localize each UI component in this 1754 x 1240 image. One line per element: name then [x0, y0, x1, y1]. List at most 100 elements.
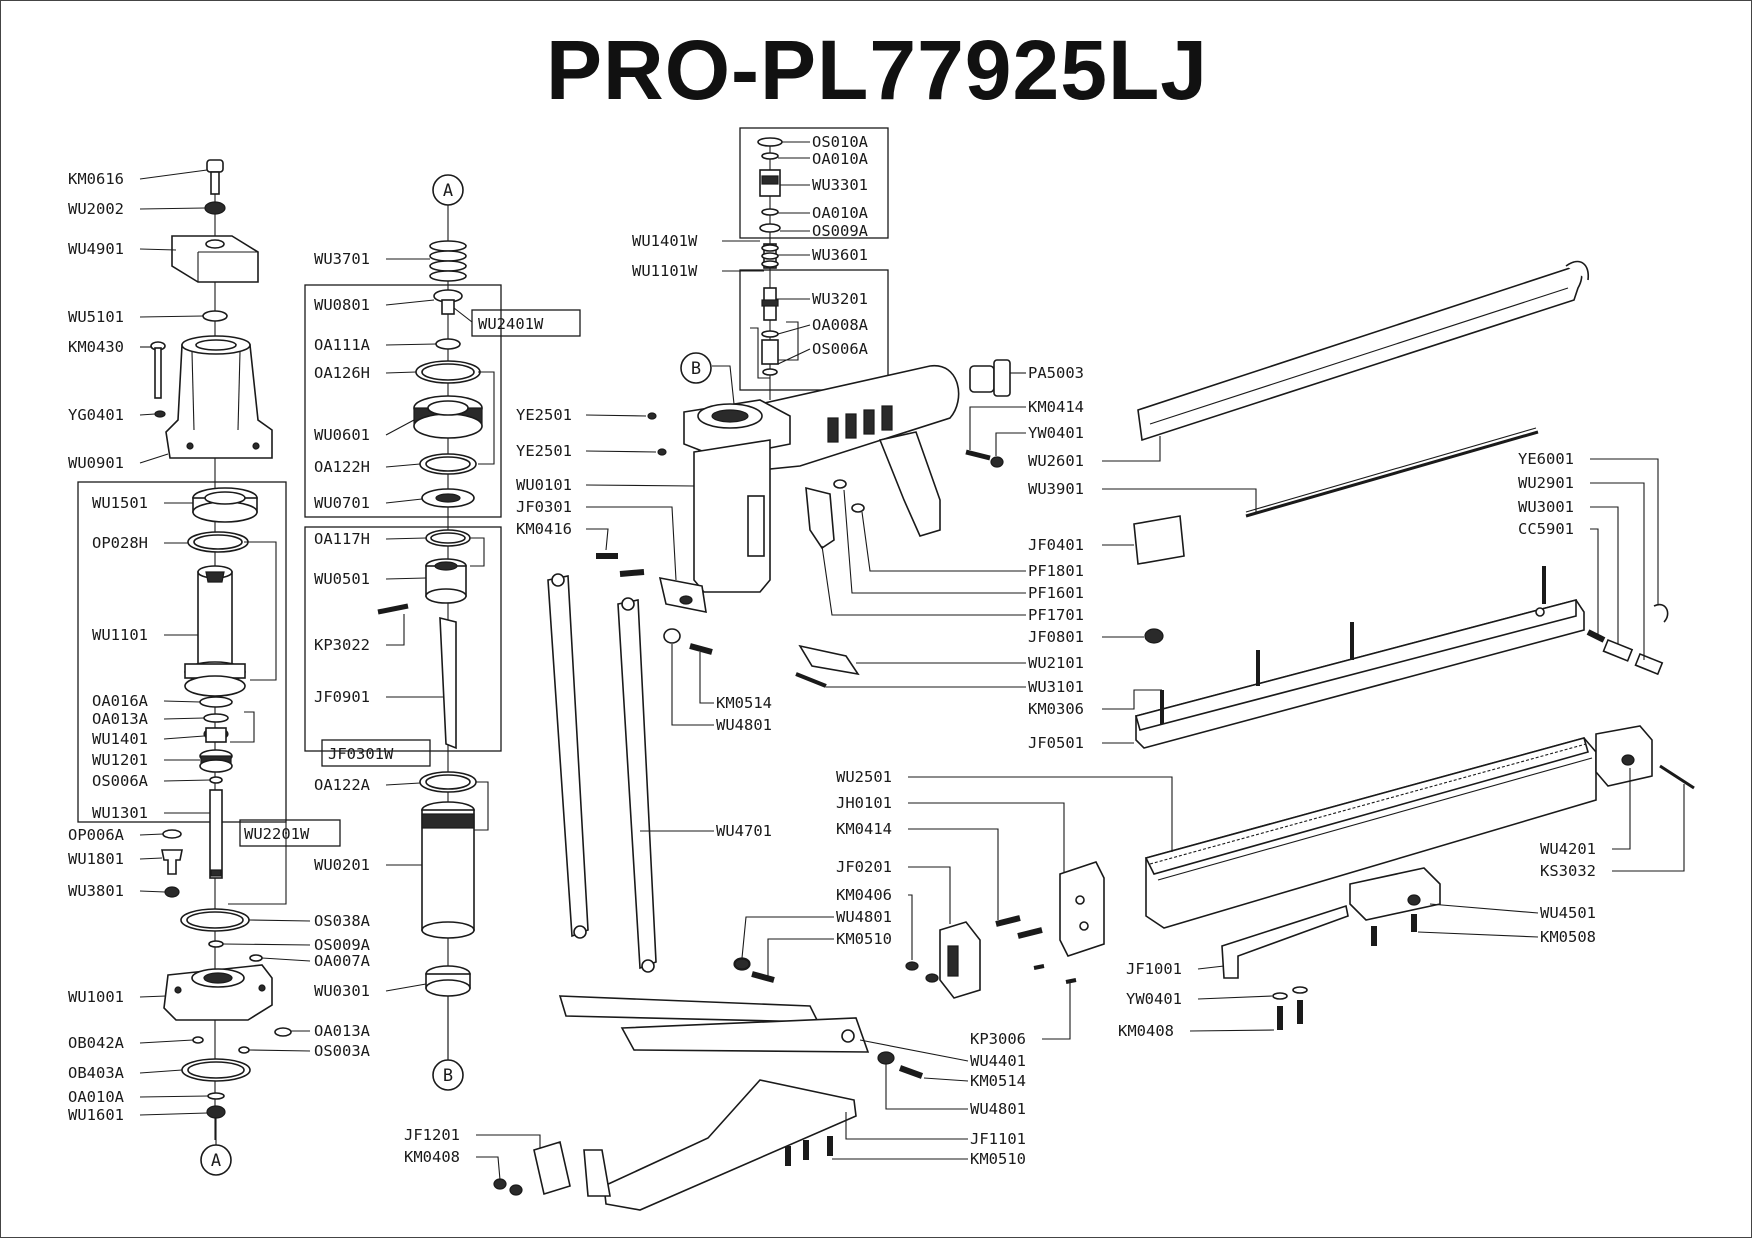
label-jf0301: JF0301: [516, 498, 572, 516]
label-oa013a-center: OA013A: [314, 1022, 371, 1040]
label-wu2901: WU2901: [1518, 474, 1574, 492]
label-wu2501: WU2501: [836, 768, 892, 786]
label-wu5101: WU5101: [68, 308, 124, 326]
label-os009a: OS009A: [314, 936, 371, 954]
label-wu0801: WU0801: [314, 296, 370, 314]
label-op028h: OP028H: [92, 534, 148, 552]
label-os006a: OS006A: [92, 772, 149, 790]
label-wu1001: WU1001: [68, 988, 124, 1006]
label-oa010a-valve-1: OA010A: [812, 150, 869, 168]
label-km0306: KM0306: [1028, 700, 1084, 718]
label-wu3301: WU3301: [812, 176, 868, 194]
diagram-title: PRO-PL77925LJ: [546, 23, 1208, 117]
label-yw0401-body: YW0401: [1028, 424, 1084, 442]
label-wu3901: WU3901: [1028, 480, 1084, 498]
label-wu0601: WU0601: [314, 426, 370, 444]
svg-text:B: B: [691, 359, 701, 379]
valve-stack-drawing: [739, 127, 889, 400]
label-jf0801: JF0801: [1028, 628, 1084, 646]
svg-text:WU2201W: WU2201W: [244, 825, 310, 843]
label-oa008a: OA008A: [812, 316, 869, 334]
label-yw0401-right: YW0401: [1126, 990, 1182, 1008]
group-label-wu2201w: WU2201W: [239, 819, 341, 847]
label-jf0901: JF0901: [314, 688, 370, 706]
label-os003a: OS003A: [314, 1042, 371, 1060]
label-ye2501-1: YE2501: [516, 406, 572, 424]
label-wu3801: WU3801: [68, 882, 124, 900]
marker-a-bottom: A: [200, 1118, 232, 1176]
label-km0430: KM0430: [68, 338, 124, 356]
label-km0514-body: KM0514: [716, 694, 772, 712]
label-wu0501: WU0501: [314, 570, 370, 588]
label-jf0401: JF0401: [1028, 536, 1084, 554]
label-oa013a: OA013A: [92, 710, 149, 728]
label-wu4901: WU4901: [68, 240, 124, 258]
label-km0414-body: KM0414: [1028, 398, 1084, 416]
label-oa122a: OA122A: [314, 776, 371, 794]
label-wu4401: WU4401: [970, 1052, 1026, 1070]
label-wu0901: WU0901: [68, 454, 124, 472]
label-oa016a: OA016A: [92, 692, 149, 710]
label-pf1801: PF1801: [1028, 562, 1084, 580]
svg-text:WU2401W: WU2401W: [478, 315, 544, 333]
label-jf1201: JF1201: [404, 1126, 460, 1144]
label-wu1501: WU1501: [92, 494, 148, 512]
group-label-jf0301w: JF0301W: [321, 739, 431, 767]
magazine-assembly-drawing: [734, 260, 1695, 1030]
label-ye6001: YE6001: [1518, 450, 1574, 468]
label-pf1601: PF1601: [1028, 584, 1084, 602]
svg-text:A: A: [211, 1151, 221, 1171]
label-ye2501-2: YE2501: [516, 442, 572, 460]
label-os006a-valve: OS006A: [812, 340, 869, 358]
label-ks3032: KS3032: [1540, 862, 1596, 880]
label-wu1801: WU1801: [68, 850, 124, 868]
label-kp3022: KP3022: [314, 636, 370, 654]
marker-b-bottom: B: [432, 996, 464, 1091]
group-label-wu2401w: WU2401W: [453, 307, 581, 337]
label-wu3201: WU3201: [812, 290, 868, 308]
body-labels: YE2501 YE2501 WU0101 JF0301 KM0416 PA500…: [516, 364, 1257, 840]
label-wu4701: WU4701: [716, 822, 772, 840]
label-km0408-lower: KM0408: [404, 1148, 460, 1166]
label-wu3601: WU3601: [812, 246, 868, 264]
label-ob403a: OB403A: [68, 1064, 125, 1082]
label-oa122h: OA122H: [314, 458, 370, 476]
label-oa126h: OA126H: [314, 364, 370, 382]
label-wu2601: WU2601: [1028, 452, 1084, 470]
label-wu3101: WU3101: [1028, 678, 1084, 696]
label-pa5003: PA5003: [1028, 364, 1084, 382]
label-wu1401: WU1401: [92, 730, 148, 748]
label-wu3001: WU3001: [1518, 498, 1574, 516]
label-wu1401w: WU1401W: [632, 232, 698, 250]
svg-text:JF0301W: JF0301W: [328, 745, 394, 763]
label-km0514-right: KM0514: [970, 1072, 1026, 1090]
label-jf1001: JF1001: [1126, 960, 1182, 978]
center-column-labels: WU3701 WU0801 OA111A OA126H WU0601 OA122…: [222, 250, 444, 1060]
valve-stack-labels: OS010A OA010A WU3301 OA010A OS009A WU360…: [632, 133, 869, 365]
label-kp3006: KP3006: [970, 1030, 1026, 1048]
label-wu1101: WU1101: [92, 626, 148, 644]
marker-a-top: A: [432, 174, 464, 206]
label-km0414-right: KM0414: [836, 820, 892, 838]
label-wu0701: WU0701: [314, 494, 370, 512]
right-labels: YE6001 WU2901 WU3001 CC5901 WU2501 JH010…: [404, 450, 1685, 1181]
svg-text:B: B: [443, 1066, 453, 1086]
label-km0510-right: KM0510: [836, 930, 892, 948]
tool-body-drawing: [596, 359, 1539, 688]
label-wu2002: WU2002: [68, 200, 124, 218]
label-jf1101: JF1101: [970, 1130, 1026, 1148]
label-wu0201: WU0201: [314, 856, 370, 874]
label-jh0101: JH0101: [836, 794, 892, 812]
label-yg0401: YG0401: [68, 406, 124, 424]
center-assembly-drawing: [304, 205, 502, 1060]
label-cc5901: CC5901: [1518, 520, 1574, 538]
label-oa010a: OA010A: [68, 1088, 125, 1106]
label-wu3701: WU3701: [314, 250, 370, 268]
label-op006a: OP006A: [68, 826, 125, 844]
label-oa007a: OA007A: [314, 952, 371, 970]
linkage-drawing: [493, 573, 924, 1211]
label-km0508: KM0508: [1540, 928, 1596, 946]
label-pf1701: PF1701: [1028, 606, 1084, 624]
label-wu0101: WU0101: [516, 476, 572, 494]
label-wu4801-right: WU4801: [836, 908, 892, 926]
